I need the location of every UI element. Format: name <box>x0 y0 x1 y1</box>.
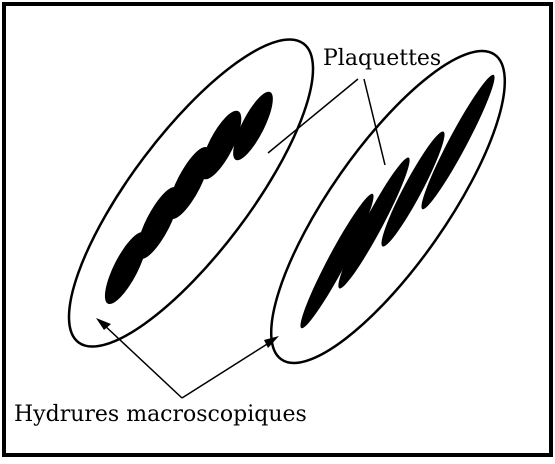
right-platelet-1 <box>293 190 380 333</box>
right-platelet-2 <box>331 153 416 292</box>
hydrures-leader-left <box>103 324 182 398</box>
right-platelet-4 <box>414 71 501 214</box>
figure-frame <box>4 4 551 455</box>
hydrures-arrowhead-left <box>96 318 111 330</box>
hydrures-leader-right <box>182 341 272 398</box>
plaquettes-leader-left <box>268 79 358 153</box>
hydrures-label: Hydrures macroscopiques <box>14 404 307 426</box>
plaquettes-label: Plaquettes <box>323 48 441 70</box>
